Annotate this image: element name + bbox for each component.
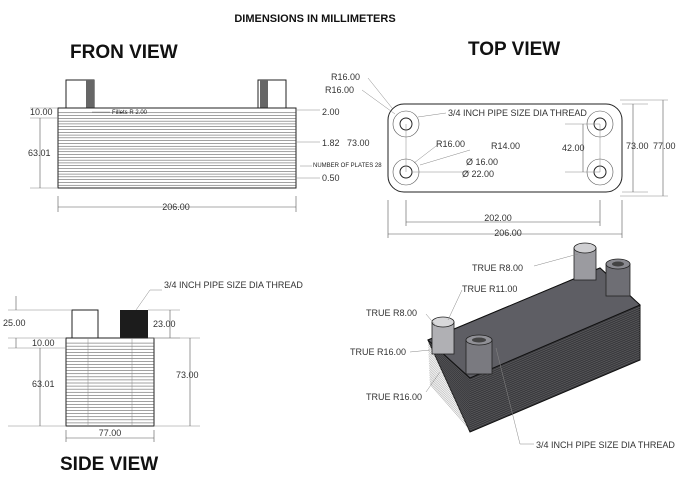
top-dim-42: 42.00 bbox=[562, 143, 585, 153]
sheet-title: DIMENSIONS IN MILLIMETERS bbox=[234, 13, 395, 25]
top-view: R16.00 R16.00 3/4 INCH PIPE SIZE DIA THR… bbox=[325, 72, 676, 238]
iso-plate-lines bbox=[427, 306, 641, 431]
front-dim-206: 206.00 bbox=[162, 202, 190, 212]
iso-plate-line bbox=[429, 355, 641, 429]
top-dia16: Ø 16.00 bbox=[466, 157, 498, 167]
front-view: 10.00 63.01 206.00 Fillets R 2.00 2.00 1… bbox=[28, 79, 382, 212]
side-dim-25: 25.00 bbox=[3, 318, 26, 328]
side-dim-23: 23.00 bbox=[153, 319, 176, 329]
front-port-right-thread bbox=[260, 80, 268, 108]
front-dim-63: 63.01 bbox=[28, 148, 51, 158]
isometric-view: TRUE R8.00 TRUE R11.00 TRUE R8.00 TRUE R… bbox=[350, 242, 675, 450]
iso-plate-line bbox=[427, 306, 641, 381]
top-dia22: Ø 22.00 bbox=[462, 169, 494, 179]
front-plate-stack bbox=[57, 107, 297, 189]
side-dim-63: 63.01 bbox=[32, 379, 55, 389]
top-r16-b: R16.00 bbox=[325, 85, 354, 95]
top-dim-202: 202.00 bbox=[484, 213, 512, 223]
top-dim-77: 77.00 bbox=[653, 141, 676, 151]
front-plate-lines bbox=[58, 112, 296, 186]
iso-plate-line bbox=[428, 321, 641, 395]
iso-plate-line bbox=[429, 357, 641, 431]
top-thread-note: 3/4 INCH PIPE SIZE DIA THREAD bbox=[448, 108, 587, 118]
front-dim-2: 2.00 bbox=[322, 107, 340, 117]
top-r14: R14.00 bbox=[491, 141, 520, 151]
front-dim-182: 1.82 bbox=[322, 138, 340, 148]
iso-thread-note: 3/4 INCH PIPE SIZE DIA THREAD bbox=[536, 440, 675, 450]
top-r16-c: R16.00 bbox=[436, 139, 465, 149]
iso-plate-line bbox=[428, 311, 641, 385]
iso-r11: TRUE R11.00 bbox=[462, 284, 517, 294]
iso-plate-line bbox=[428, 309, 641, 383]
top-r16-a: R16.00 bbox=[331, 72, 360, 82]
iso-plate-line bbox=[429, 351, 641, 424]
iso-plate-line bbox=[428, 315, 641, 389]
front-view-title: FRON VIEW bbox=[70, 42, 178, 63]
side-dim-73: 73.00 bbox=[176, 370, 199, 380]
side-port-plain bbox=[71, 309, 99, 339]
iso-plate-line bbox=[429, 340, 641, 414]
top-outline bbox=[387, 103, 623, 193]
iso-plate-line bbox=[428, 330, 641, 404]
iso-r8-a: TRUE R8.00 bbox=[472, 263, 523, 273]
iso-port-back-left bbox=[573, 242, 597, 281]
iso-plate-line bbox=[429, 347, 641, 420]
iso-plate-line bbox=[429, 336, 641, 410]
front-port-left-thread bbox=[86, 80, 94, 108]
side-port-threaded bbox=[120, 310, 148, 338]
side-view-title: SIDE VIEW bbox=[60, 454, 158, 475]
front-dim-10: 10.00 bbox=[30, 107, 53, 117]
iso-plate-line bbox=[428, 334, 641, 408]
iso-plate-line bbox=[428, 332, 641, 406]
side-plate-stack bbox=[65, 337, 155, 427]
side-thread-note: 3/4 INCH PIPE SIZE DIA THREAD bbox=[164, 280, 303, 290]
side-dim-10: 10.00 bbox=[32, 338, 55, 348]
iso-plate-line bbox=[428, 325, 641, 400]
top-dim-73: 73.00 bbox=[626, 141, 649, 151]
iso-plate-line bbox=[429, 349, 641, 422]
top-dim-206: 206.00 bbox=[494, 228, 522, 238]
front-dim-050: 0.50 bbox=[322, 173, 340, 183]
iso-plate-line bbox=[428, 317, 641, 391]
iso-plate-line bbox=[428, 313, 641, 387]
side-view: 3/4 INCH PIPE SIZE DIA THREAD 25.00 23.0… bbox=[3, 280, 303, 442]
iso-port-front-left bbox=[431, 316, 455, 355]
iso-plate-line bbox=[428, 328, 641, 402]
iso-plate-line bbox=[428, 323, 641, 397]
iso-port-back-right bbox=[605, 258, 631, 297]
front-plates-note: NUMBER OF PLATES 28 bbox=[313, 163, 382, 169]
iso-plate-line bbox=[429, 345, 641, 418]
iso-r16-b: TRUE R16.00 bbox=[366, 392, 422, 402]
front-dim-73: 73.00 bbox=[347, 138, 370, 148]
iso-plate-line bbox=[428, 319, 641, 393]
side-plate-lines bbox=[66, 342, 154, 424]
iso-r8-b: TRUE R8.00 bbox=[366, 308, 417, 318]
side-dim-77: 77.00 bbox=[99, 428, 122, 438]
top-view-title: TOP VIEW bbox=[468, 39, 560, 60]
iso-port-front-right bbox=[465, 334, 493, 375]
iso-plate-line bbox=[429, 342, 641, 416]
iso-plate-line bbox=[429, 353, 641, 427]
iso-plate-line bbox=[429, 338, 641, 412]
front-fillets-note: Fillets R 2.00 bbox=[112, 110, 148, 116]
iso-r16-a: TRUE R16.00 bbox=[350, 347, 406, 357]
